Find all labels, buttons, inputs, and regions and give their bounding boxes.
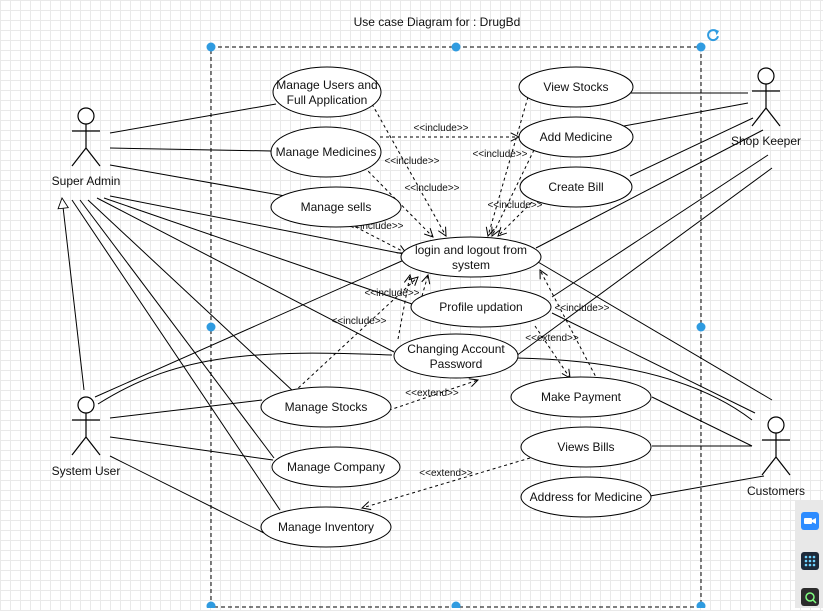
use-case-label: Address for Medicine	[530, 490, 643, 504]
use-case-create-bill[interactable]: Create Bill	[519, 166, 633, 208]
use-case-label: Changing Account	[407, 342, 505, 356]
generalization-arrow	[62, 198, 85, 391]
extend-label: <<extend>>	[419, 468, 473, 479]
extend-label: <<extend>>	[405, 388, 459, 399]
include-label: <<include>>	[413, 123, 468, 134]
use-case-label: Profile updation	[439, 300, 522, 314]
handle-bottom-left[interactable]	[206, 601, 216, 609]
include-label: <<include>>	[554, 303, 609, 314]
handle-bottom-right[interactable]	[696, 601, 706, 609]
diagram-title: Use case Diagram for : DrugBd	[354, 15, 521, 29]
use-case-label: Manage Users and	[276, 78, 377, 92]
use-case-view-stocks[interactable]: View Stocks	[518, 66, 634, 108]
actor-label: Customers	[747, 484, 805, 498]
handle-bottom-middle[interactable]	[451, 601, 461, 609]
use-case-views-bills[interactable]: Views Bills	[520, 426, 652, 468]
relation-labels: <<include>> <<include>> <<include>> <<in…	[331, 123, 609, 479]
grid-icon[interactable]	[801, 552, 819, 570]
use-case-label: Add Medicine	[540, 130, 613, 144]
use-case-label: Views Bills	[557, 440, 614, 454]
handle-middle-right[interactable]	[696, 322, 706, 332]
actor-label: Super Admin	[52, 174, 121, 188]
include-label: <<include>>	[384, 156, 439, 167]
use-case-manage-medicines[interactable]: Manage Medicines	[270, 126, 382, 178]
use-case-label: Create Bill	[548, 180, 603, 194]
use-case-profile-updation[interactable]: Profile updation	[410, 286, 552, 328]
extend-label: <<extend>>	[525, 333, 579, 344]
use-case-login-logout[interactable]: login and logout from system	[400, 236, 542, 278]
actor-shop-keeper[interactable]: Shop Keeper	[731, 67, 801, 148]
use-case-label: View Stocks	[543, 80, 608, 94]
include-label: <<include>>	[348, 221, 403, 232]
use-case-label: Manage Stocks	[285, 400, 368, 414]
use-case-manage-users[interactable]: Manage Users and Full Application	[272, 66, 382, 118]
actor-customers[interactable]: Customers	[747, 416, 805, 498]
handle-top-right[interactable]	[696, 42, 706, 52]
include-label: <<include>>	[331, 316, 386, 327]
include-label: <<include>>	[487, 200, 542, 211]
include-label: <<include>>	[472, 149, 527, 160]
actor-label: System User	[52, 464, 121, 478]
handle-top-left[interactable]	[206, 42, 216, 52]
side-toolbar	[795, 500, 823, 608]
use-case-manage-stocks[interactable]: Manage Stocks	[260, 386, 392, 428]
use-case-label: Manage sells	[301, 200, 372, 214]
include-label: <<include>>	[404, 183, 459, 194]
selection-handles[interactable]	[206, 42, 706, 609]
use-case-manage-company[interactable]: Manage Company	[271, 446, 401, 488]
use-case-add-medicine[interactable]: Add Medicine	[518, 116, 634, 158]
actor-super-admin[interactable]: Super Admin	[52, 107, 121, 188]
refresh-icon[interactable]	[707, 29, 719, 42]
video-icon[interactable]	[801, 512, 819, 530]
use-case-label: login and logout from	[415, 243, 527, 257]
use-case-manage-sells[interactable]: Manage sells	[270, 186, 402, 228]
use-case-label: system	[452, 258, 490, 272]
handle-middle-left[interactable]	[206, 322, 216, 332]
use-case-manage-inventory[interactable]: Manage Inventory	[260, 506, 392, 548]
use-case-address-medicine[interactable]: Address for Medicine	[520, 476, 652, 518]
handle-top-middle[interactable]	[451, 42, 461, 52]
use-case-make-payment[interactable]: Make Payment	[510, 376, 652, 418]
use-case-label: Manage Inventory	[278, 520, 374, 534]
zoom-icon[interactable]	[801, 588, 819, 606]
use-case-label: Make Payment	[541, 390, 622, 404]
associations	[71, 92, 773, 534]
use-case-label: Full Application	[287, 93, 368, 107]
use-case-label: Manage Company	[287, 460, 385, 474]
use-case-label: Password	[430, 357, 483, 371]
include-label: <<include>>	[364, 288, 419, 299]
use-case-label: Manage Medicines	[276, 145, 377, 159]
actor-label: Shop Keeper	[731, 134, 801, 148]
use-case-changing-password[interactable]: Changing Account Password	[393, 333, 519, 379]
actor-system-user[interactable]: System User	[52, 396, 121, 478]
